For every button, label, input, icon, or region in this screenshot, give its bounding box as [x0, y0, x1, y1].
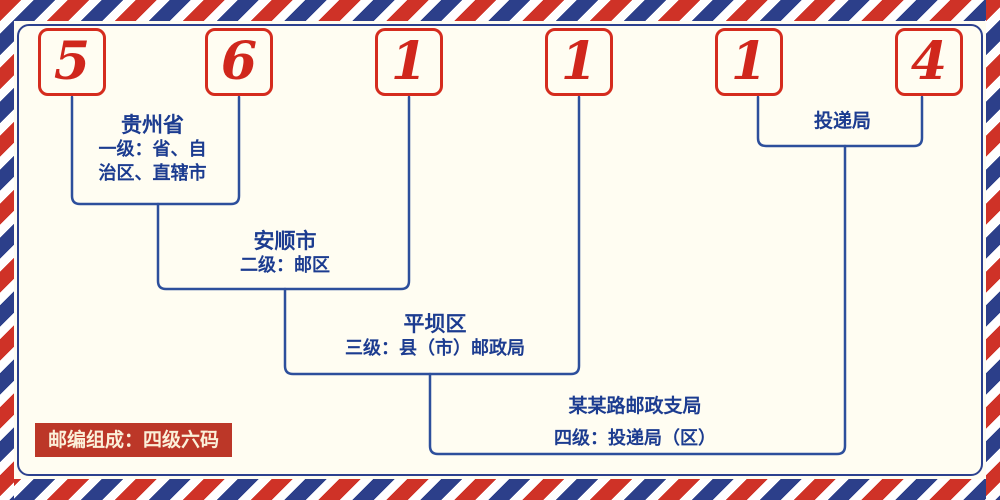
postal-digit-3: 1 — [390, 31, 428, 92]
level3-bracket — [283, 95, 581, 376]
postal-digit-1: 5 — [53, 31, 91, 92]
postal-digit-box-4: 1 — [545, 28, 613, 96]
level1-desc-line2: 治区、直辖市 — [98, 163, 207, 184]
level1-desc-line1: 一级：省、自 — [98, 139, 207, 160]
level4-label-group: 某某路邮政支局 四级：投递局（区） — [470, 393, 800, 451]
airmail-stripe-top — [0, 0, 1000, 21]
level2-desc: 二级：邮区 — [240, 255, 330, 276]
envelope-inner-border — [17, 24, 983, 476]
airmail-stripe-left — [0, 0, 14, 500]
postal-digit-4: 1 — [560, 31, 598, 92]
level4-place: 某某路邮政支局 — [568, 395, 702, 417]
level2-label-group: 安顺市 二级：邮区 — [190, 228, 380, 278]
level3-place: 平坝区 — [403, 312, 467, 336]
postal-digit-2: 6 — [220, 31, 258, 92]
delivery-label-group: 投递局 — [765, 108, 920, 134]
airmail-stripe-bottom — [0, 479, 1000, 500]
postal-digit-6: 4 — [910, 31, 948, 92]
level3-label-group: 平坝区 三级：县（市）邮政局 — [295, 311, 575, 361]
postal-digit-box-3: 1 — [375, 28, 443, 96]
composition-badge: 邮编组成：四级六码 — [35, 423, 233, 457]
postal-digit-box-1: 5 — [38, 28, 106, 96]
postal-digit-box-5: 1 — [715, 28, 783, 96]
delivery-label: 投递局 — [813, 110, 871, 132]
postal-digit-box-6: 4 — [895, 28, 963, 96]
airmail-stripe-right — [986, 0, 1000, 500]
level4-desc: 四级：投递局（区） — [554, 428, 716, 449]
level2-bracket — [156, 95, 411, 291]
level2-place: 安顺市 — [253, 229, 317, 253]
level1-label-group: 贵州省 一级：省、自 治区、直辖市 — [60, 112, 245, 186]
level4-bracket — [428, 144, 847, 456]
postal-digit-5: 1 — [730, 31, 768, 92]
delivery-bracket — [756, 95, 924, 148]
postal-digit-box-2: 6 — [205, 28, 273, 96]
level1-place: 贵州省 — [121, 113, 184, 137]
level3-desc: 三级：县（市）邮政局 — [345, 338, 525, 359]
level1-bracket — [70, 95, 241, 206]
